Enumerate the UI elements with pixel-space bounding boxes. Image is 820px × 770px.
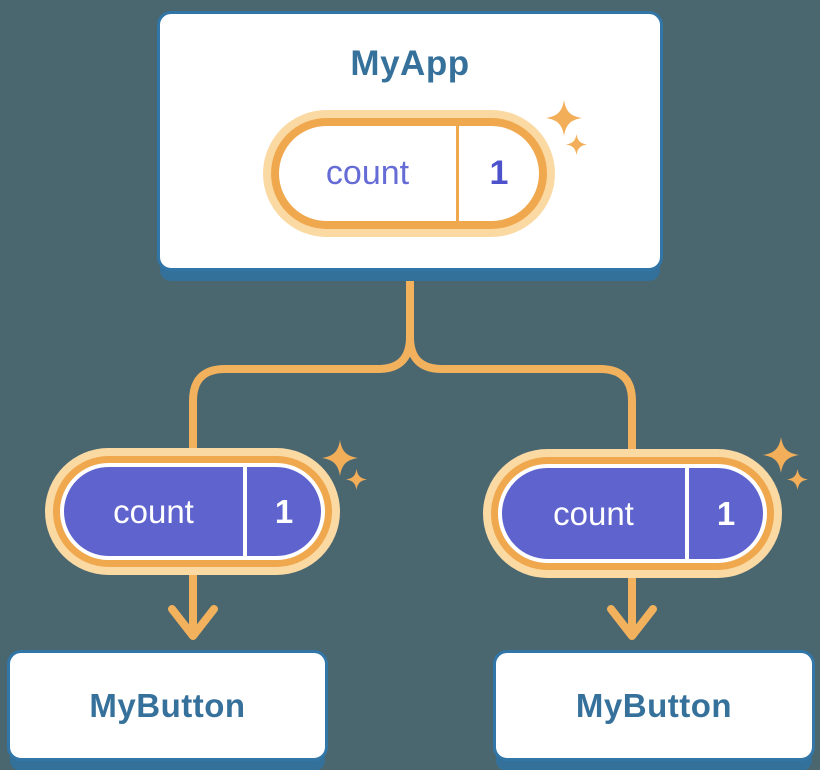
pill-divider	[243, 467, 247, 556]
pill-body: count 1	[60, 463, 325, 560]
pill-divider	[456, 126, 459, 221]
child-component-card-left: MyButton	[7, 650, 328, 761]
prop-name-label: count	[113, 492, 194, 530]
arrow-right-head-icon	[607, 605, 657, 640]
root-component-title: MyApp	[350, 44, 470, 83]
pill-divider	[685, 468, 689, 559]
sparkles-icon	[322, 440, 367, 490]
root-state-pill: count 1	[263, 110, 555, 237]
sparkles-icon	[546, 100, 587, 155]
child-component-card-right: MyButton	[493, 650, 815, 761]
state-name-label: count	[325, 154, 410, 192]
prop-name-label: count	[553, 494, 634, 532]
child-component-title: MyButton	[89, 686, 246, 724]
prop-value-label: 1	[716, 494, 736, 532]
prop-value-label: 1	[274, 492, 294, 530]
arrow-left-head-icon	[168, 605, 218, 640]
pill-ring: count 1	[271, 118, 547, 229]
pill-ring: count 1	[53, 456, 332, 567]
branch-left-line	[189, 278, 414, 460]
pill-ring: count 1	[491, 457, 774, 570]
pill-body: count 1	[498, 464, 767, 563]
child-component-title: MyButton	[575, 686, 733, 724]
branch-right-line	[406, 278, 636, 460]
state-value-label: 1	[489, 154, 509, 192]
sparkles-icon	[763, 437, 808, 490]
prop-pill-right: count 1	[483, 449, 782, 578]
pill-body: count 1	[279, 126, 539, 221]
prop-pill-left: count 1	[45, 448, 340, 575]
